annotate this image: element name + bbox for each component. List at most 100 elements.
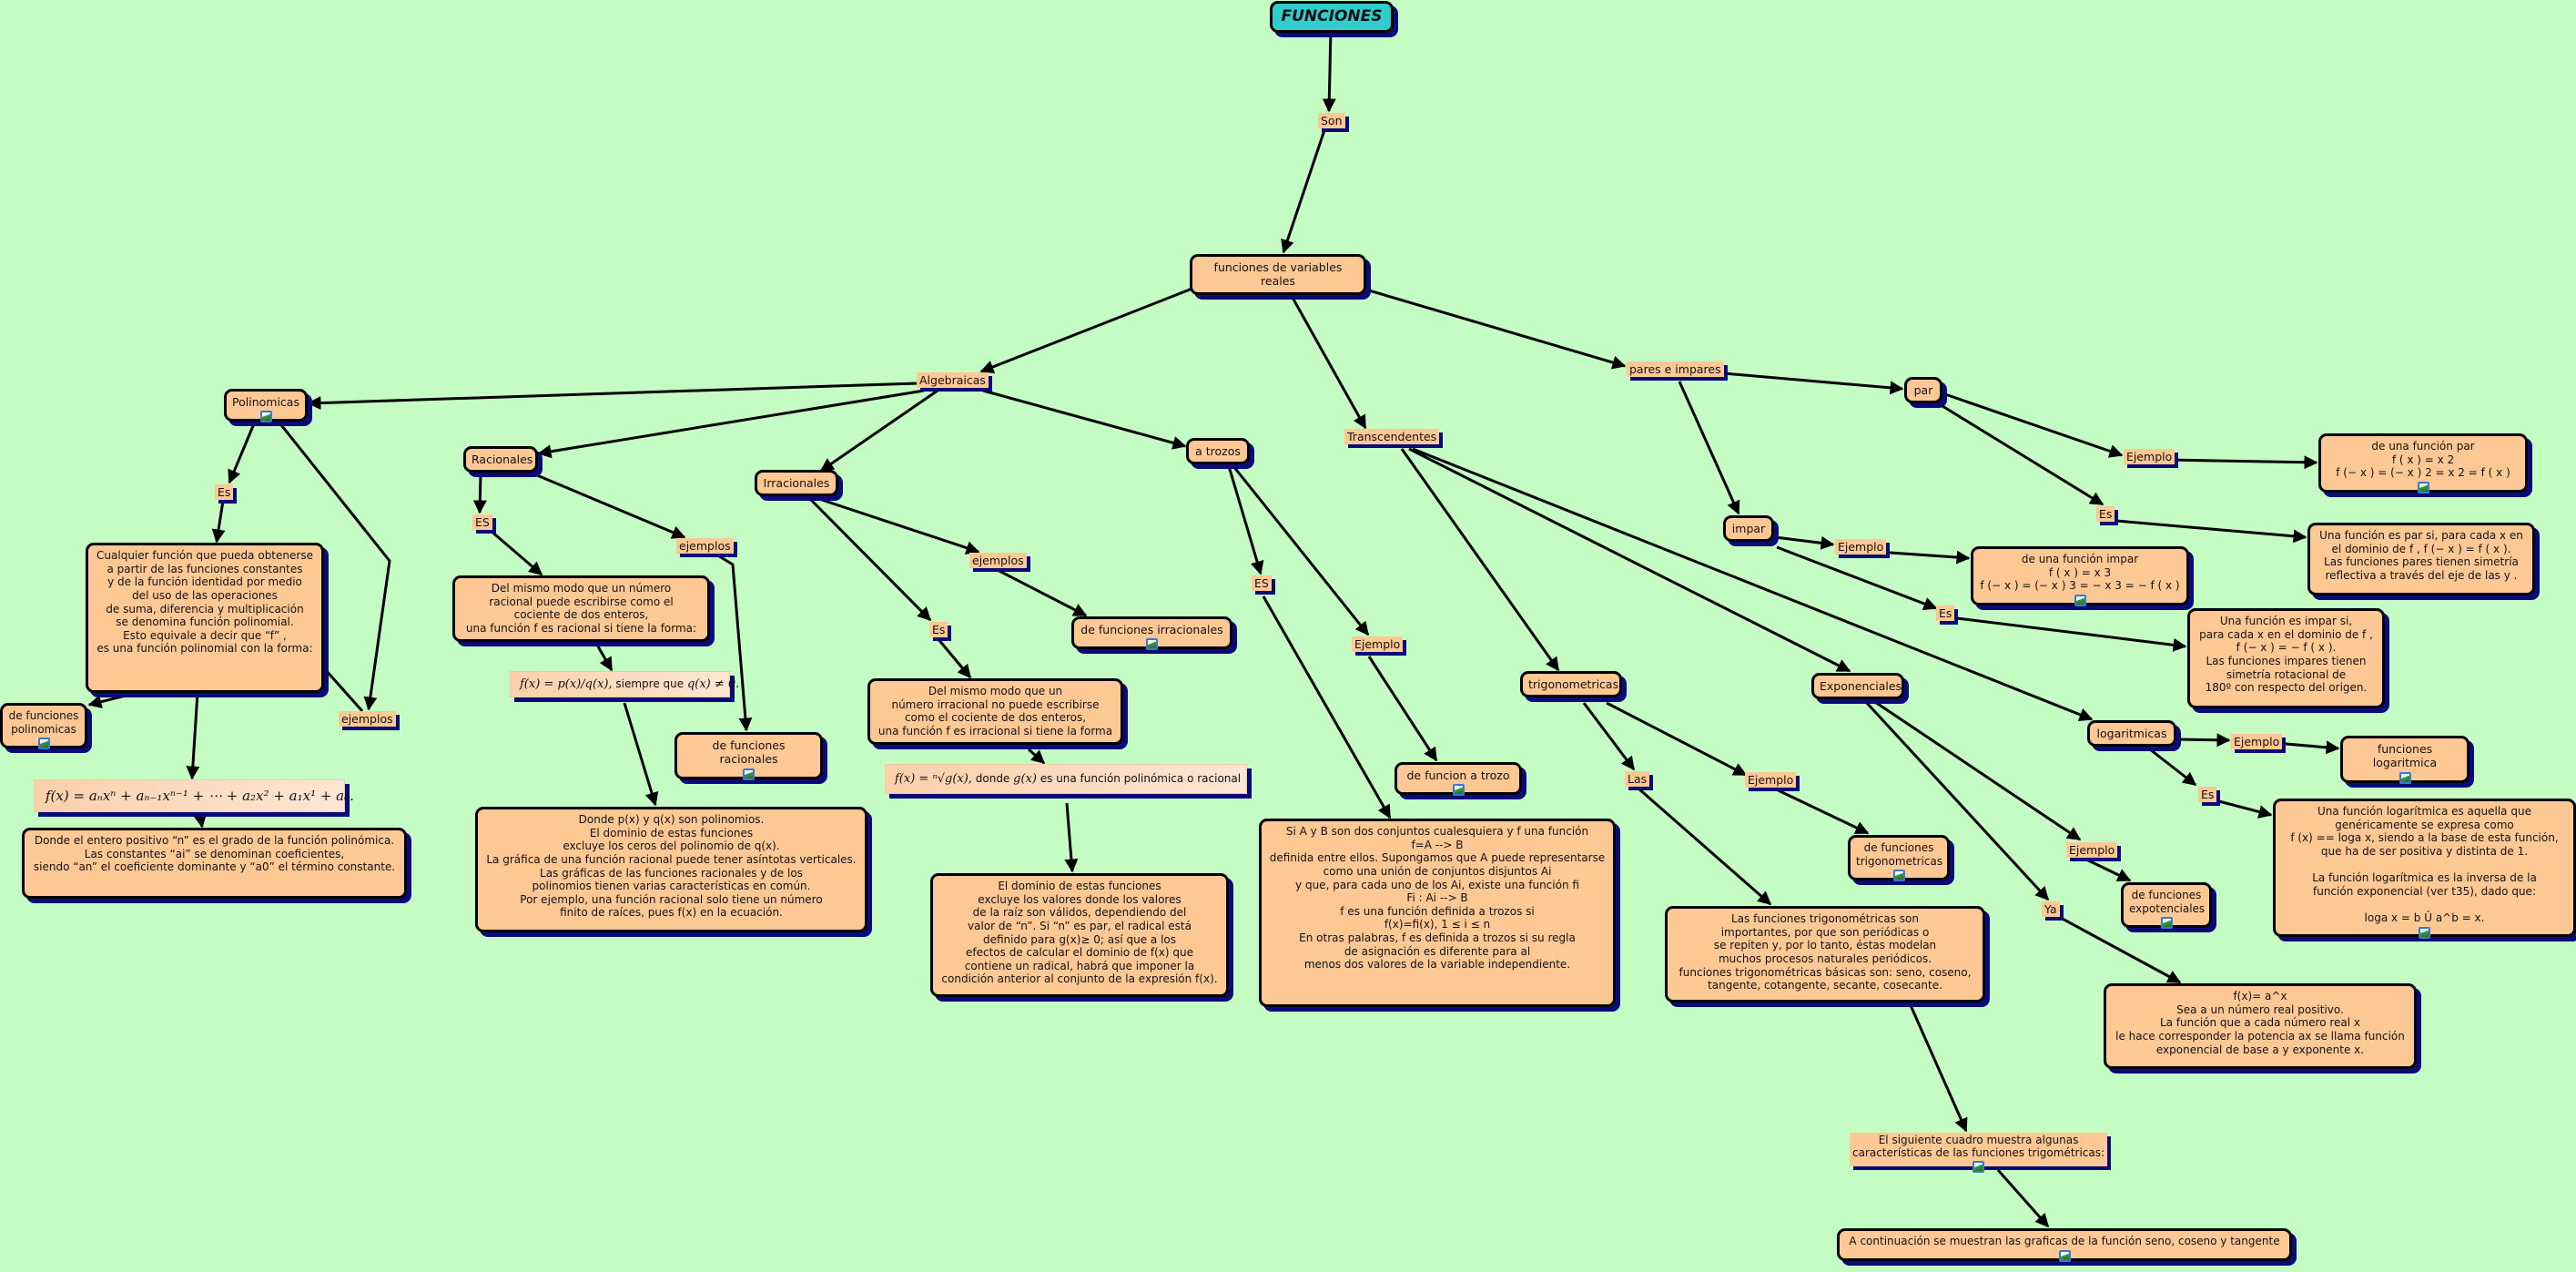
- link-ejemplo[interactable]: Ejemplo: [2231, 734, 2283, 749]
- connector-arrow: [1232, 465, 1370, 636]
- connector-arrow: [808, 497, 932, 622]
- connector-arrow: [2058, 915, 2182, 984]
- connector-arrow: [1678, 381, 1740, 515]
- link-ejemplo[interactable]: Ejemplo: [1835, 539, 1887, 555]
- image-attachment-icon[interactable]: [2419, 926, 2430, 939]
- label: El siguiente cuadro muestra algunas cara…: [1852, 1134, 2105, 1159]
- connector-arrow: [1864, 700, 2050, 901]
- link-ejemplo[interactable]: Ejemplo: [2066, 842, 2118, 858]
- connector-arrow: [2275, 740, 2340, 755]
- image-attachment-icon[interactable]: [2399, 771, 2411, 784]
- concept-variables-reales[interactable]: funciones de variables reales: [1190, 254, 1366, 295]
- connector-arrow: [715, 553, 753, 732]
- concept-impar[interactable]: impar: [1723, 515, 1774, 543]
- concept-ejemplo-par[interactable]: de una función par f ( x ) = x 2 f (− x …: [2318, 433, 2528, 494]
- formula-racional: f(x) = p(x)/q(x), siempre que q(x) ≠ 0.: [510, 671, 739, 697]
- concept-ejemplo-exponenciales[interactable]: de funciones expotenciales: [2121, 882, 2212, 930]
- link-es[interactable]: ES: [1252, 575, 1272, 591]
- formula-part: es una función polinómica o racional: [1036, 772, 1242, 785]
- link-ejemplo[interactable]: Ejemplo: [1352, 636, 1404, 652]
- image-attachment-icon[interactable]: [2160, 917, 2173, 930]
- concept-ejemplo-logaritmicas[interactable]: funciones logaritmica: [2340, 736, 2470, 784]
- formula-part: g(x): [1013, 772, 1037, 786]
- concept-logaritmicas[interactable]: logaritmicas: [2087, 720, 2176, 748]
- link-es[interactable]: Es: [1936, 605, 1955, 621]
- connector-arrow: [186, 692, 200, 780]
- concept-ejemplo-trigonometricas[interactable]: de funciones trigonometricas: [1848, 835, 1950, 882]
- concept-polinomicas[interactable]: Polinomicas: [224, 389, 308, 423]
- concept-graficas-trigonometricas[interactable]: A continuación se muestran las graficas …: [1837, 1228, 2292, 1262]
- concept-trigonometricas-definicion: Las funciones trigonométricas son import…: [1665, 906, 1985, 1002]
- image-attachment-icon[interactable]: [1146, 638, 1158, 651]
- link-es[interactable]: Es: [929, 622, 948, 637]
- connector-arrow: [1028, 748, 1046, 765]
- connector-arrow: [1367, 656, 1438, 762]
- concept-ejemplo-a-trozos[interactable]: de funcion a trozo: [1394, 762, 1522, 797]
- image-attachment-icon[interactable]: [2058, 1249, 2071, 1262]
- connector-arrow: [1722, 371, 1904, 395]
- link-es[interactable]: Es: [2096, 506, 2115, 522]
- link-ejemplos[interactable]: ejemplos: [339, 711, 396, 727]
- concept-a-trozos[interactable]: a trozos: [1186, 438, 1250, 465]
- concept-ejemplo-racionales[interactable]: de funciones racionales: [674, 732, 823, 780]
- concept-trigonometricas[interactable]: trigonometricas: [1520, 671, 1622, 698]
- connector-arrow: [1874, 700, 2082, 841]
- image-attachment-icon[interactable]: [1892, 870, 1905, 882]
- connector-arrow: [211, 500, 226, 544]
- link-ejemplo[interactable]: Ejemplo: [2124, 449, 2175, 464]
- link-es[interactable]: ES: [472, 514, 492, 530]
- link-las[interactable]: Las: [1625, 771, 1650, 787]
- concept-a-trozos-definicion: Si A y B son dos conjuntos cualesquiera …: [1259, 819, 1616, 1007]
- link-ejemplos[interactable]: ejemplos: [676, 538, 734, 554]
- concept-ejemplo-polinomicas[interactable]: de funciones polinomicas: [0, 703, 87, 750]
- connector-arrow: [1908, 1002, 1968, 1133]
- label: Una función logarítmica es aquella que g…: [2290, 805, 2559, 924]
- connector-arrow: [1582, 702, 1636, 771]
- concept-racionales[interactable]: Racionales: [463, 446, 538, 473]
- connector-arrow: [228, 421, 257, 484]
- concept-par-definicion: Una función es par si, para cada x en el…: [2307, 523, 2535, 595]
- link-transcendentes[interactable]: Transcendentes: [1344, 429, 1440, 444]
- link-ya[interactable]: Ya: [2042, 901, 2060, 917]
- link-pares-impares[interactable]: pares e impares: [1627, 361, 1724, 377]
- connector-arrow: [489, 528, 543, 576]
- image-attachment-icon[interactable]: [1452, 784, 1465, 797]
- formula-part: q(x) ≠ 0.: [686, 677, 740, 691]
- concept-irracional-definicion: Del mismo modo que un número irracional …: [867, 678, 1123, 745]
- connector-arrow: [2211, 798, 2273, 819]
- connector-arrow: [1770, 785, 1870, 835]
- link-algebraicas[interactable]: Algebraicas: [917, 372, 989, 388]
- formula-polinomica: f(x) = aₙxⁿ + aₙ₋₁xⁿ⁻¹ + ⋯ + a₂x² + a₁x¹…: [34, 779, 354, 812]
- connector-arrow: [623, 702, 659, 807]
- connector-arrow: [818, 497, 980, 555]
- connector-arrow: [1876, 550, 1971, 565]
- concept-par[interactable]: par: [1904, 377, 1942, 404]
- concept-irracional-dominio: El dominio de estas funciones excluye lo…: [930, 873, 1229, 997]
- image-attachment-icon[interactable]: [37, 738, 50, 750]
- link-ejemplo[interactable]: Ejemplo: [1745, 772, 1797, 788]
- image-attachment-icon[interactable]: [1973, 1161, 1985, 1173]
- link-es[interactable]: Es: [2198, 787, 2217, 802]
- link-es[interactable]: Es: [215, 484, 234, 500]
- connector-arrow: [87, 691, 137, 709]
- connector-arrow: [1776, 545, 1938, 611]
- image-attachment-icon[interactable]: [2417, 481, 2429, 494]
- concept-exponenciales[interactable]: Exponenciales: [1811, 673, 1904, 700]
- concept-ejemplo-impar[interactable]: de una función impar f ( x ) = x 3 f (− …: [1971, 546, 2189, 606]
- formula-part: f(x) = ⁿ√g(x),: [895, 772, 972, 786]
- concept-ejemplo-irracionales[interactable]: de funciones irracionales: [1071, 616, 1232, 651]
- connector-arrow: [2167, 455, 2318, 470]
- link-cuadro-trigonometricas[interactable]: El siguiente cuadro muestra algunas cara…: [1850, 1133, 2108, 1173]
- root-concept-funciones[interactable]: FUNCIONES: [1270, 1, 1394, 33]
- concept-logaritmica-definicion[interactable]: Una función logarítmica es aquella que g…: [2273, 799, 2576, 939]
- image-attachment-icon[interactable]: [259, 411, 272, 423]
- label: de funcion a trozo: [1406, 768, 1510, 782]
- concept-irracionales[interactable]: Irracionales: [755, 470, 838, 497]
- formula-part: siempre que: [612, 677, 687, 690]
- image-attachment-icon[interactable]: [743, 768, 755, 780]
- link-ejemplos[interactable]: ejemplos: [969, 553, 1027, 568]
- connector-arrow: [1956, 616, 2187, 652]
- image-attachment-icon[interactable]: [2074, 594, 2086, 606]
- link-son[interactable]: Son: [1318, 113, 1345, 128]
